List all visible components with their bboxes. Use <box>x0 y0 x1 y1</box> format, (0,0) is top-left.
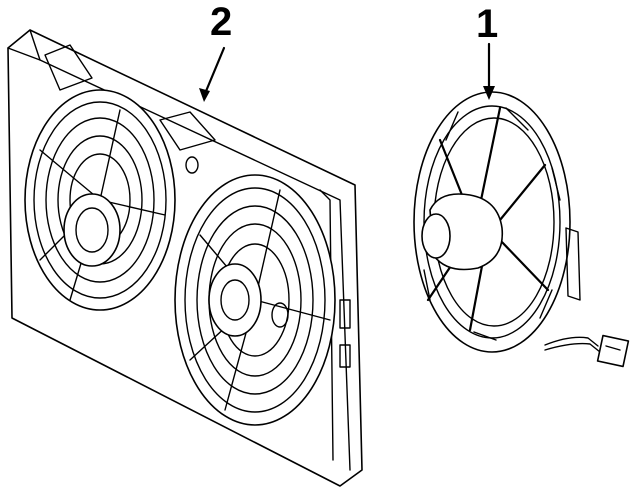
callout-1-arrowhead <box>483 86 495 100</box>
callout-2-label: 2 <box>210 0 233 44</box>
fan-motor-assembly <box>413 42 630 368</box>
fan-shroud-assembly <box>7 29 363 487</box>
shroud-bracket <box>44 44 93 91</box>
shroud-inner-edge <box>29 29 351 471</box>
fan-motor-shaft-cap <box>421 213 451 259</box>
fan-motor-connector <box>596 334 630 368</box>
fan-motor-spokes <box>426 106 550 332</box>
left-fan-hub <box>63 193 121 267</box>
callout-1-label: 1 <box>476 2 499 46</box>
callout-2-arrowhead <box>199 88 210 102</box>
callout-2-leader <box>202 46 226 98</box>
right-fan-hub <box>208 263 262 337</box>
fan-motor-body <box>429 193 504 271</box>
fan-motor-wire <box>544 336 599 347</box>
